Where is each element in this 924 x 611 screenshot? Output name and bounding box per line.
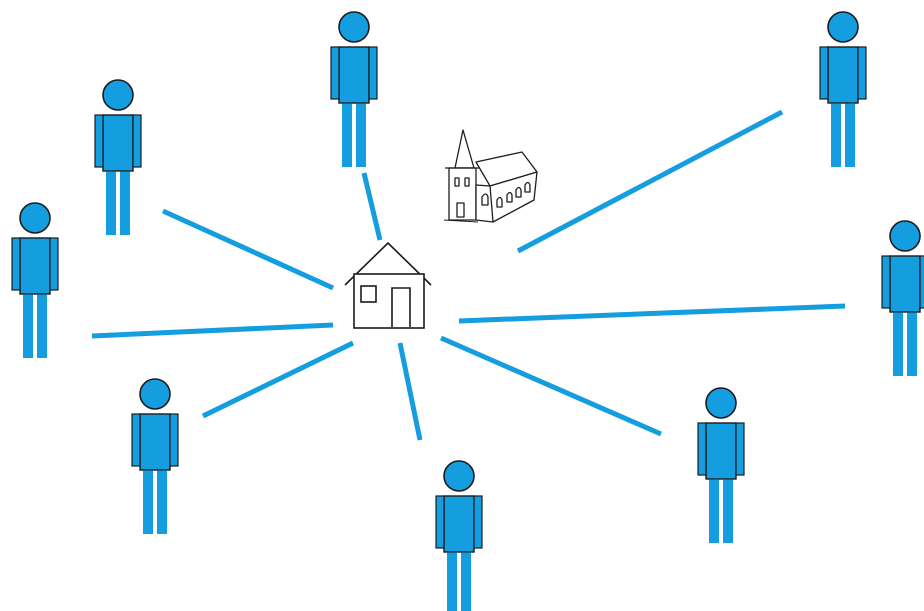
person-icon xyxy=(819,11,867,168)
connection-line xyxy=(161,208,335,291)
connection-line xyxy=(440,335,662,437)
connection-lines xyxy=(91,109,846,441)
church-icon xyxy=(443,129,538,223)
person-icon xyxy=(11,202,59,359)
person-icon xyxy=(131,378,179,535)
person-icon xyxy=(697,387,745,544)
person-icon xyxy=(330,11,378,168)
person-icon xyxy=(435,460,483,611)
connection-line xyxy=(91,322,334,339)
people xyxy=(11,11,924,611)
connection-line xyxy=(516,109,784,254)
person-icon xyxy=(94,79,142,236)
connection-line xyxy=(201,340,355,419)
connection-line xyxy=(397,342,423,441)
person-icon xyxy=(881,220,924,377)
house-icon xyxy=(344,241,432,329)
connection-line xyxy=(458,303,846,324)
connection-line xyxy=(361,172,383,241)
